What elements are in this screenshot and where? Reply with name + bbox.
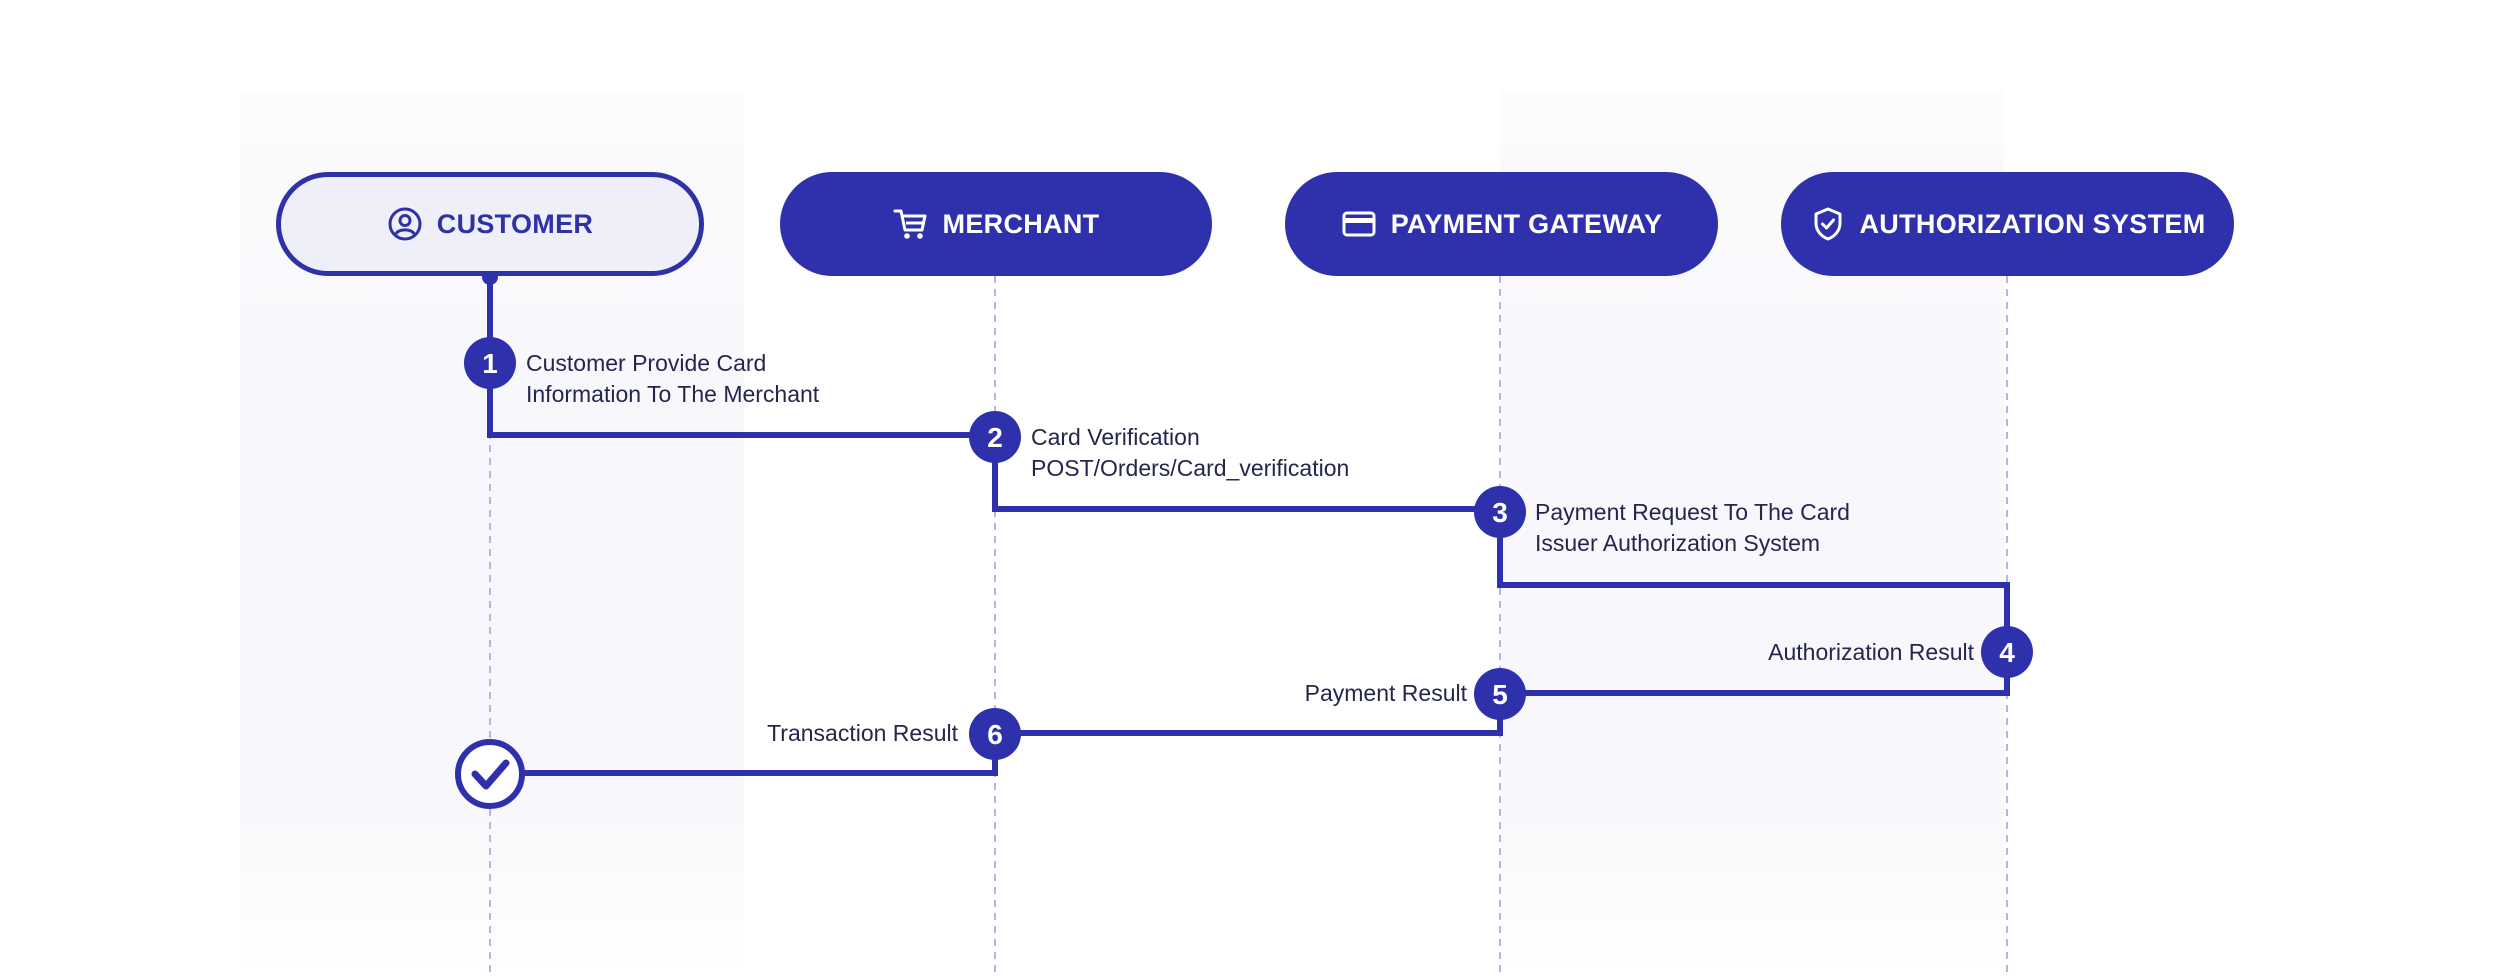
- step-text-line: Payment Result: [1304, 680, 1467, 706]
- step-text-line: Transaction Result: [767, 720, 958, 746]
- shield-check-icon: [1810, 206, 1846, 242]
- step-marker-6: 6: [969, 708, 1021, 760]
- lane-header-payment-gateway: PAYMENT GATEWAY: [1285, 172, 1718, 276]
- lane-header-label: AUTHORIZATION SYSTEM: [1859, 208, 2206, 239]
- step-marker-5: 5: [1474, 668, 1526, 720]
- step-label-1: Customer Provide Card Information To The…: [526, 348, 819, 410]
- step-text-line: Customer Provide Card: [526, 350, 767, 376]
- step-text-line: Issuer Authorization System: [1535, 530, 1821, 556]
- step-number-3: 3: [1492, 497, 1508, 528]
- step-number-5: 5: [1492, 679, 1508, 710]
- step-text-line: Authorization Result: [1768, 639, 1974, 665]
- step-marker-4: 4: [1981, 626, 2033, 678]
- lane-header-customer: CUSTOMER: [276, 172, 704, 276]
- step-label-5: Payment Result: [1305, 678, 1467, 709]
- connector-gateway-to-authorization: [1497, 512, 2010, 652]
- step-label-4: Authorization Result: [1768, 637, 1974, 668]
- step-label-2: Card Verification POST/Orders/Card_verif…: [1031, 422, 1349, 484]
- step-number-4: 4: [1999, 637, 2015, 668]
- step-marker-2: 2: [969, 411, 1021, 463]
- lane-header-label: PAYMENT GATEWAY: [1390, 208, 1663, 239]
- step-marker-3: 3: [1474, 486, 1526, 538]
- check-circle-icon: [455, 739, 525, 809]
- cart-icon: [893, 206, 929, 242]
- step-label-3: Payment Request To The Card Issuer Autho…: [1535, 497, 1850, 559]
- step-number-1: 1: [482, 348, 498, 379]
- step-text-line: POST/Orders/Card_verification: [1031, 455, 1350, 481]
- step-label-6: Transaction Result: [767, 718, 958, 749]
- step-marker-1: 1: [464, 337, 516, 389]
- lane-header-label: MERCHANT: [942, 208, 1100, 239]
- lane-header-authorization-system: AUTHORIZATION SYSTEM: [1781, 172, 2234, 276]
- user-circle-icon: [387, 206, 423, 242]
- credit-card-icon: [1341, 206, 1377, 242]
- lane-header-label: CUSTOMER: [436, 208, 594, 239]
- step-number-6: 6: [987, 719, 1003, 750]
- lane-header-merchant: MERCHANT: [780, 172, 1212, 276]
- step-text-line: Card Verification: [1031, 424, 1200, 450]
- step-number-2: 2: [987, 422, 1003, 453]
- step-text-line: Information To The Merchant: [526, 381, 820, 407]
- step-text-line: Payment Request To The Card: [1535, 499, 1850, 525]
